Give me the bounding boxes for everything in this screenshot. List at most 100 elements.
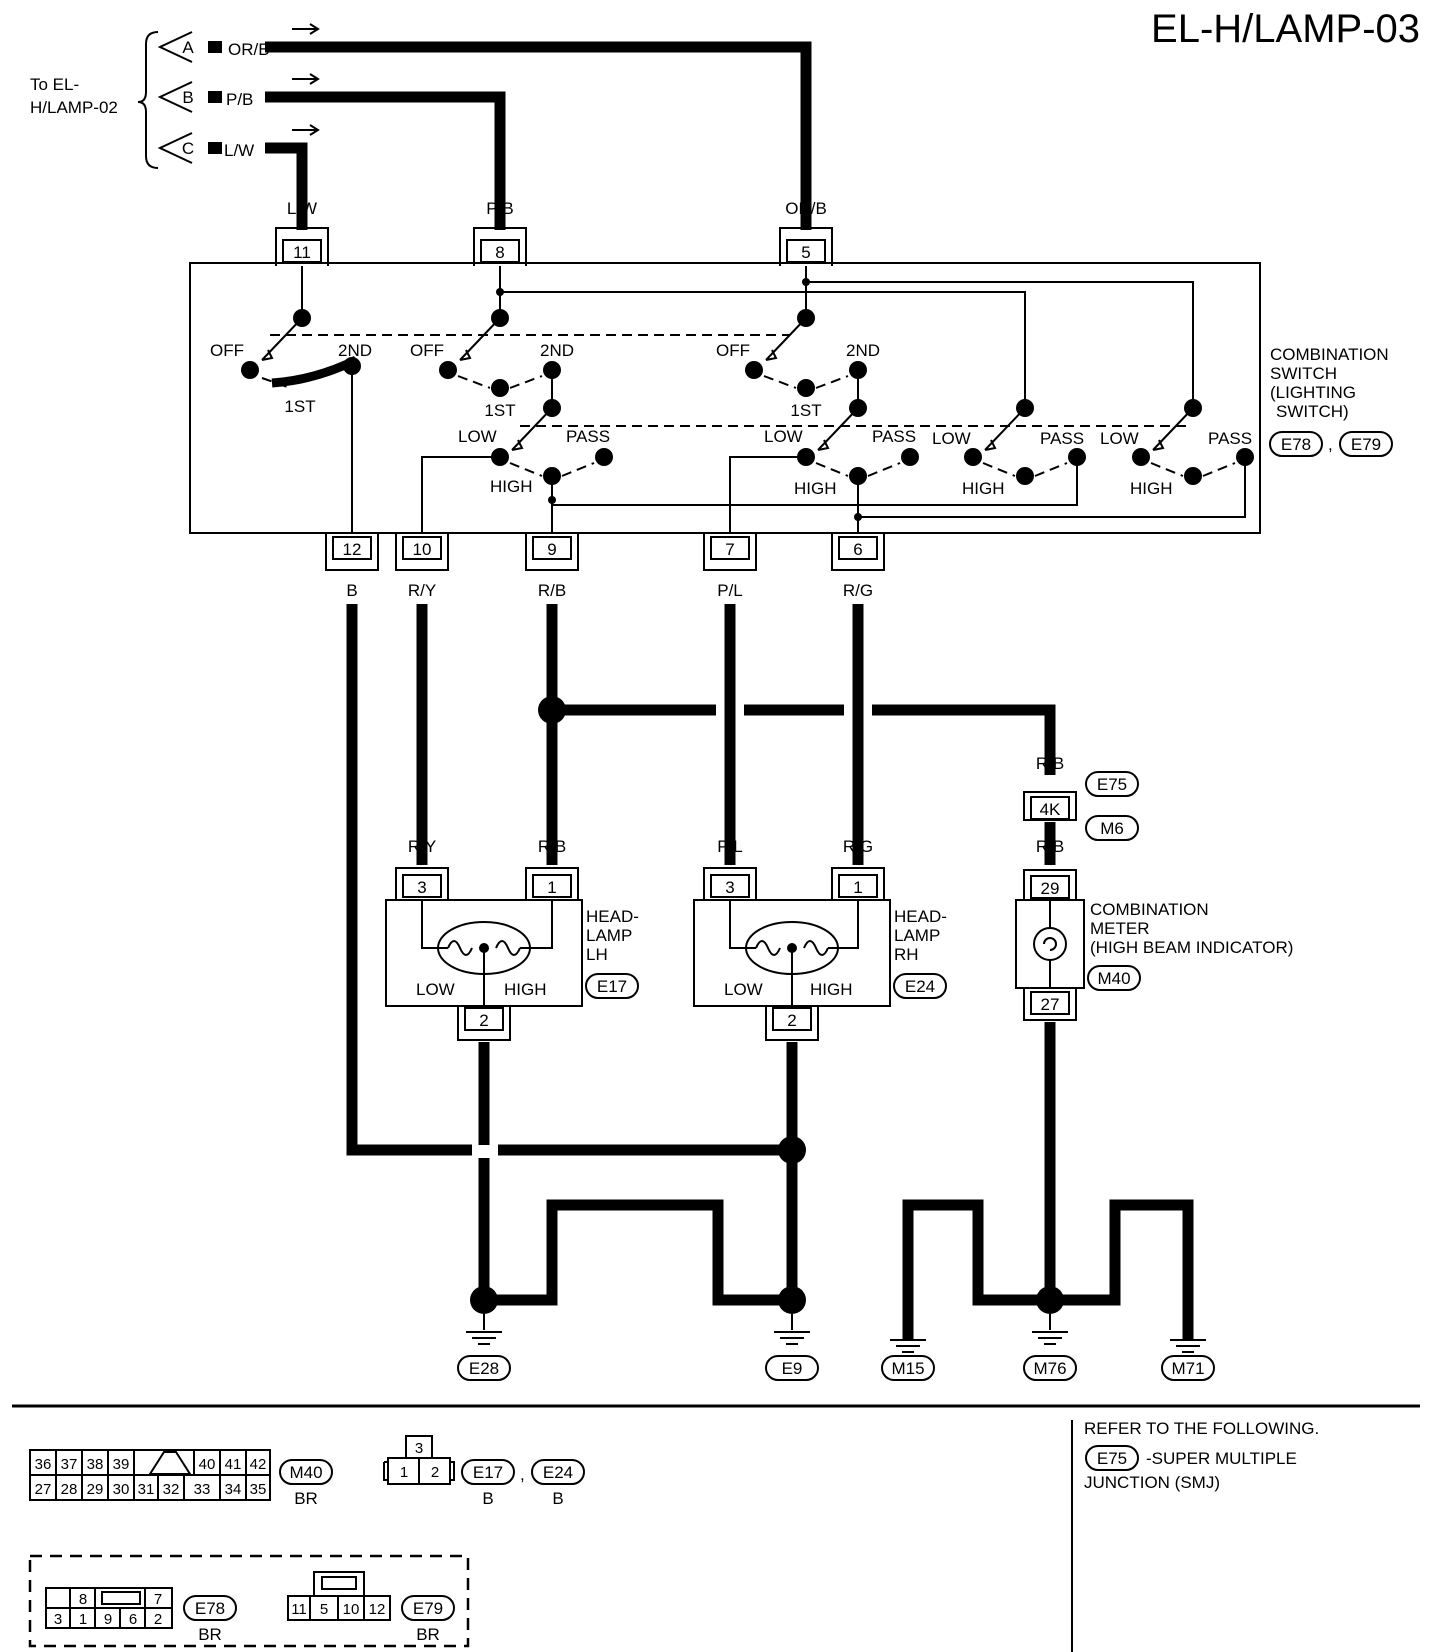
svg-text:M6: M6 — [1100, 819, 1124, 838]
svg-text:E78: E78 — [1281, 435, 1311, 454]
svg-text:E79: E79 — [413, 1599, 443, 1618]
svg-text:7: 7 — [725, 540, 734, 559]
input-connector-c: C L/W — [157, 124, 320, 164]
ground-m15: M15 — [881, 1339, 935, 1381]
ground-wire-labels: B B B B B B B B B — [478, 1245, 1193, 1264]
switch-terminal-7: 7 — [703, 533, 757, 571]
svg-text:8: 8 — [79, 1591, 87, 1608]
svg-text:(HIGH BEAM INDICATOR): (HIGH BEAM INDICATOR) — [1090, 938, 1293, 957]
svg-text:PASS: PASS — [566, 427, 610, 446]
svg-text:M15: M15 — [891, 1359, 924, 1378]
svg-text:E75: E75 — [1097, 775, 1127, 794]
svg-text:29: 29 — [87, 1481, 104, 1498]
svg-text:M71: M71 — [1171, 1359, 1204, 1378]
splice-r-b — [538, 696, 566, 724]
switch-terminal-5: 5 — [779, 227, 833, 266]
splice-ground-rh — [778, 1136, 806, 1164]
headlamp-lh: 3 1 LOW HIGH 2 — [385, 867, 583, 1041]
svg-text:METER: METER — [1090, 919, 1150, 938]
svg-text:LAMP: LAMP — [586, 926, 632, 945]
svg-text:5: 5 — [320, 1601, 328, 1618]
svg-text:3: 3 — [415, 1440, 423, 1457]
svg-text:3: 3 — [725, 878, 734, 897]
svg-text:2: 2 — [154, 1611, 162, 1628]
svg-text:COMBINATION: COMBINATION — [1270, 345, 1389, 364]
meter-terminal-29: 29 — [1023, 869, 1077, 900]
ground-e9: E9 — [765, 1314, 819, 1381]
svg-text:BR: BR — [416, 1625, 440, 1644]
svg-text:B: B — [1109, 1245, 1120, 1264]
switch-section-1: OFF 2ND 1ST — [210, 309, 372, 533]
svg-text:-SUPER MULTIPLE: -SUPER MULTIPLE — [1146, 1449, 1297, 1468]
splice-ground-e28 — [470, 1286, 498, 1314]
svg-text:27: 27 — [35, 1481, 52, 1498]
switch-terminal-11: 11 — [275, 227, 329, 266]
svg-text:4K: 4K — [1040, 800, 1061, 819]
svg-text:7: 7 — [154, 1591, 162, 1608]
connector-tag-m40: M40 — [1087, 965, 1141, 991]
svg-text:RH: RH — [894, 945, 919, 964]
wire-label-l-w: L/W — [287, 199, 317, 218]
connector-tag-e24: E24 — [893, 973, 947, 999]
svg-text:LOW: LOW — [1100, 429, 1139, 448]
connector-group-box — [28, 1554, 470, 1648]
svg-text:R/B: R/B — [538, 837, 566, 856]
svg-text:BR: BR — [198, 1625, 222, 1644]
svg-text:E24: E24 — [543, 1463, 573, 1482]
svg-text:B: B — [902, 1245, 913, 1264]
combination-switch-label: COMBINATION SWITCH (LIGHTING SWITCH) — [1270, 345, 1389, 421]
input-wire-color: OR/B — [228, 40, 270, 59]
headlamp-lh-terminal-2: 2 — [457, 1006, 511, 1041]
headlamp-rh-terminal-2: 2 — [765, 1006, 819, 1041]
svg-text:LOW: LOW — [764, 427, 803, 446]
svg-text:LOW: LOW — [416, 980, 455, 999]
svg-text:LH: LH — [586, 945, 608, 964]
svg-text:6: 6 — [853, 540, 862, 559]
svg-text:HIGH: HIGH — [490, 477, 533, 496]
signal-arrow — [292, 124, 320, 136]
label-off: OFF — [210, 341, 244, 360]
refer-note: REFER TO THE FOLLOWING. E75 -SUPER MULTI… — [1084, 1419, 1319, 1492]
svg-text:28: 28 — [61, 1481, 78, 1498]
headlamp-lh-terminal-1: 1 — [525, 867, 579, 900]
input-letter: B — [182, 88, 193, 107]
svg-text:2: 2 — [431, 1464, 439, 1481]
svg-text:32: 32 — [163, 1481, 180, 1498]
svg-text:38: 38 — [87, 1456, 104, 1473]
svg-text:LOW: LOW — [932, 429, 971, 448]
headlamp-rh-label: HEAD- LAMP RH — [894, 907, 947, 964]
svg-text:M40: M40 — [289, 1463, 322, 1482]
from-page-brace — [137, 31, 159, 169]
svg-text:,: , — [1328, 435, 1333, 454]
svg-text:BR: BR — [294, 1489, 318, 1508]
svg-text:HIGH: HIGH — [504, 980, 547, 999]
svg-text:1ST: 1ST — [484, 401, 515, 420]
svg-text:2: 2 — [479, 1011, 488, 1030]
svg-text:37: 37 — [61, 1456, 78, 1473]
svg-text:B: B — [478, 1245, 489, 1264]
svg-text:8: 8 — [495, 243, 504, 262]
wire-b-e28-e9-link — [484, 1199, 792, 1306]
ground-m71: M71 — [1161, 1339, 1215, 1381]
input-connector-a: A OR/B — [157, 23, 320, 63]
svg-text:30: 30 — [113, 1481, 130, 1498]
svg-text:REFER TO THE FOLLOWING.: REFER TO THE FOLLOWING. — [1084, 1419, 1319, 1438]
svg-text:LAMP: LAMP — [894, 926, 940, 945]
svg-text:3: 3 — [54, 1611, 62, 1628]
combination-meter-label: COMBINATION METER (HIGH BEAM INDICATOR) — [1090, 900, 1293, 957]
svg-text:E24: E24 — [905, 977, 935, 996]
svg-text:B: B — [712, 1245, 723, 1264]
svg-text:34: 34 — [225, 1481, 242, 1498]
headlamp-rh: 3 1 LOW HIGH 2 — [693, 867, 891, 1041]
svg-text:2: 2 — [787, 1011, 796, 1030]
svg-text:31: 31 — [138, 1481, 155, 1498]
wire-or-b — [265, 41, 812, 230]
svg-text:B: B — [1044, 1039, 1055, 1058]
svg-text:SWITCH: SWITCH — [1270, 364, 1337, 383]
svg-text:36: 36 — [35, 1456, 52, 1473]
svg-text:LOW: LOW — [724, 980, 763, 999]
combination-switch-box — [189, 262, 1261, 534]
svg-text:SWITCH): SWITCH) — [1276, 402, 1349, 421]
combination-meter: 29 27 — [1015, 869, 1085, 1021]
